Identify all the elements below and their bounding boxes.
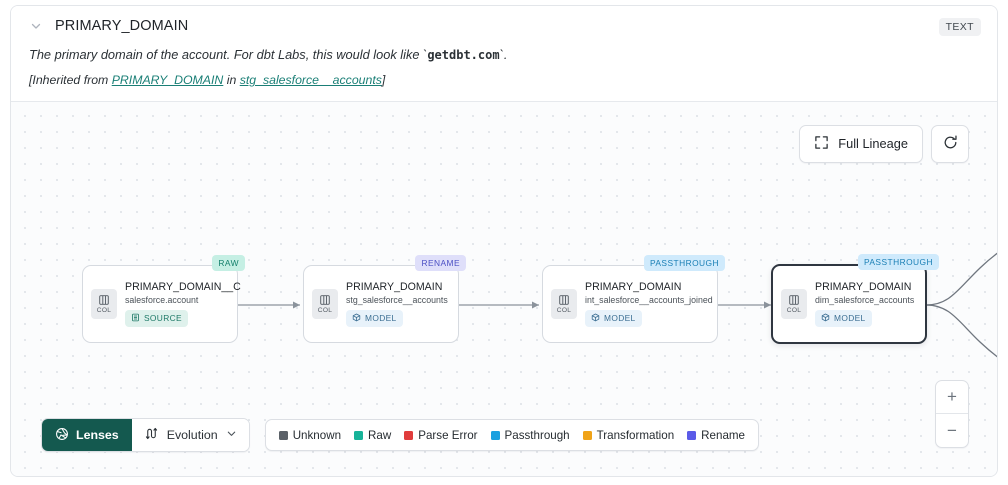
node-title: PRIMARY_DOMAIN__C	[125, 280, 241, 293]
node-kind-badge: MODEL	[815, 309, 872, 327]
lineage-graph: RAW COL PRIMARY_DOMAIN__C salesforce.acc…	[11, 102, 997, 476]
inherited-middle: in	[223, 73, 240, 88]
description-code: getdbt.com	[427, 48, 500, 62]
node-subtitle: dim_salesforce_accounts	[815, 294, 915, 305]
legend-item: Unknown	[278, 428, 342, 442]
legend-item: Rename	[687, 429, 745, 442]
node-subtitle: salesforce.account	[125, 294, 199, 305]
legend-item: Raw	[354, 429, 391, 442]
column-chip-label: COL	[317, 306, 333, 314]
lineage-legend: Unknown Raw Parse Error Passthrough Tran…	[264, 419, 759, 451]
lenses-button[interactable]: Lenses	[42, 419, 132, 451]
cube-icon	[821, 313, 830, 324]
node-kind-badge: SOURCE	[125, 309, 188, 327]
chevron-down-icon	[226, 428, 237, 442]
lineage-node[interactable]: RENAME COL PRIMARY_DOMAIN stg_salesforce…	[303, 254, 466, 343]
node-title: PRIMARY_DOMAIN	[346, 280, 443, 293]
node-kind-label: MODEL	[834, 313, 866, 324]
evolution-dropdown[interactable]: Evolution	[131, 419, 249, 451]
column-chip-label: COL	[556, 306, 572, 314]
inherited-from-text: [Inherited from PRIMARY_DOMAIN in stg_sa…	[29, 72, 981, 89]
description-suffix: `.	[499, 47, 508, 62]
page-title: PRIMARY_DOMAIN	[55, 18, 189, 34]
column-icon: COL	[91, 288, 117, 319]
zoom-in-button[interactable]: +	[936, 381, 968, 414]
legend-label: Unknown	[292, 428, 342, 442]
database-icon	[131, 313, 140, 324]
legend-item: Transformation	[582, 428, 675, 442]
node-subtitle: int_salesforce__accounts_joined	[585, 294, 713, 305]
legend-swatch	[687, 430, 697, 440]
column-detail-card: PRIMARY_DOMAIN TEXT The primary domain o…	[10, 5, 998, 477]
legend-label: Parse Error	[418, 428, 478, 442]
lineage-canvas[interactable]: Full Lineage	[11, 100, 997, 476]
inherited-model-link[interactable]: stg_salesforce__accounts	[239, 73, 382, 88]
evolution-label: Evolution	[166, 428, 218, 442]
legend-swatch	[490, 430, 500, 440]
node-kind-label: MODEL	[604, 313, 636, 324]
column-chip-label: COL	[786, 306, 802, 314]
node-kind-badge: MODEL	[346, 309, 403, 327]
zoom-out-button[interactable]: −	[947, 420, 957, 440]
refresh-button[interactable]	[931, 124, 969, 163]
column-chip-label: COL	[96, 306, 112, 314]
legend-label: Transformation	[596, 428, 675, 442]
legend-swatch	[354, 430, 364, 440]
node-kind-badge: MODEL	[585, 309, 642, 327]
lineage-node[interactable]: PASSTHROUGH COL PRIMARY_DOMAIN int_sales…	[542, 254, 725, 343]
chevron-down-icon[interactable]	[29, 19, 43, 33]
full-lineage-label: Full Lineage	[838, 136, 908, 152]
lenses-label: Lenses	[76, 428, 119, 442]
expand-icon	[814, 135, 829, 153]
legend-item: Parse Error	[404, 428, 478, 442]
lineage-node[interactable]: RAW COL PRIMARY_DOMAIN__C salesforce.acc…	[82, 254, 245, 343]
refresh-icon	[942, 134, 959, 154]
inherited-column-link[interactable]: PRIMARY_DOMAIN	[111, 73, 224, 88]
full-lineage-button[interactable]: Full Lineage	[799, 124, 923, 163]
inherited-suffix: ]	[381, 73, 386, 88]
legend-label: Passthrough	[504, 428, 570, 442]
legend-swatch	[582, 430, 592, 440]
cube-icon	[352, 313, 361, 324]
node-badge: RAW	[212, 254, 245, 271]
node-kind-label: SOURCE	[144, 313, 182, 324]
node-title: PRIMARY_DOMAIN	[815, 280, 912, 293]
node-badge: PASSTHROUGH	[857, 253, 939, 270]
lineage-footer-toolbar: Lenses Evolution Unknown Raw	[41, 418, 759, 452]
legend-label: Raw	[368, 428, 392, 442]
legend-swatch	[278, 430, 288, 440]
canvas-toolbar: Full Lineage	[799, 124, 969, 163]
node-title: PRIMARY_DOMAIN	[585, 280, 682, 293]
node-badge: PASSTHROUGH	[643, 254, 725, 271]
description-text: The primary domain of the account. For d…	[29, 46, 981, 63]
lenses-evolution-group: Lenses Evolution	[41, 418, 250, 452]
card-header: PRIMARY_DOMAIN TEXT The primary domain o…	[11, 6, 997, 101]
legend-label: Rename	[701, 428, 745, 442]
type-badge: TEXT	[938, 18, 981, 36]
cube-icon	[591, 313, 600, 324]
evolution-icon	[144, 426, 159, 444]
inherited-prefix: [Inherited from	[29, 73, 112, 88]
legend-item: Passthrough	[490, 428, 570, 442]
node-badge: RENAME	[415, 254, 466, 271]
lineage-node-selected[interactable]: PASSTHROUGH COL PRIMARY_DOMAIN dim_sales…	[771, 253, 939, 344]
column-icon: COL	[312, 288, 338, 319]
column-icon: COL	[781, 288, 807, 319]
aperture-icon	[55, 427, 69, 444]
node-kind-label: MODEL	[365, 313, 397, 324]
column-icon: COL	[551, 288, 577, 319]
legend-swatch	[404, 430, 414, 440]
node-subtitle: stg_salesforce__accounts	[346, 294, 448, 305]
description-prefix: The primary domain of the account. For d…	[29, 47, 428, 62]
zoom-controls: + −	[935, 380, 969, 448]
